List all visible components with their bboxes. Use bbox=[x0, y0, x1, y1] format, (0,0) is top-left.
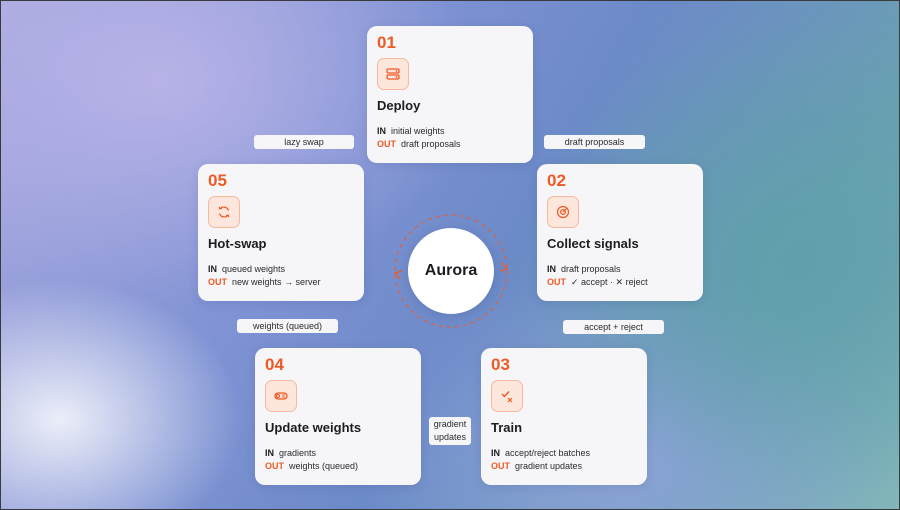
step-number: 02 bbox=[547, 171, 566, 190]
out-value: weights (queued) bbox=[289, 461, 359, 471]
edge-label-gradient-updates: gradient updates bbox=[429, 417, 471, 445]
step-card-hot-swap: 05 Hot-swap IN queued weights OUT new weig… bbox=[198, 164, 364, 301]
edge-label-lazy-swap: lazy swap bbox=[254, 135, 354, 149]
out-label: OUT bbox=[547, 277, 566, 287]
in-label: IN bbox=[377, 126, 386, 136]
signal-icon bbox=[547, 196, 579, 228]
in-value: draft proposals bbox=[561, 264, 621, 274]
out-label: OUT bbox=[265, 461, 284, 471]
arrowhead-left-icon bbox=[393, 270, 403, 280]
server-icon bbox=[377, 58, 409, 90]
step-title: Hot-swap bbox=[208, 236, 267, 251]
out-label: OUT bbox=[491, 461, 510, 471]
step-card-deploy: 01 Deploy IN initial weights OUT draft pro… bbox=[367, 26, 533, 163]
in-label: IN bbox=[491, 448, 500, 458]
step-title: Deploy bbox=[377, 98, 421, 113]
out-value: gradient updates bbox=[515, 461, 583, 471]
cycle-ring bbox=[393, 214, 509, 328]
step-title: Train bbox=[491, 420, 523, 435]
out-label: OUT bbox=[208, 277, 227, 287]
in-label: IN bbox=[265, 448, 274, 458]
step-card-update-weights: 04 Update weights IN gradients OUT weights… bbox=[255, 348, 421, 485]
step-number: 03 bbox=[491, 355, 510, 374]
out-value: new weights → server bbox=[232, 277, 321, 287]
step-number: 05 bbox=[208, 171, 227, 190]
in-value: accept/reject batches bbox=[505, 448, 591, 458]
step-number: 04 bbox=[265, 355, 284, 374]
step-io: IN gradients OUT weights (queued) bbox=[265, 447, 411, 473]
arrowhead-right-icon bbox=[499, 262, 509, 272]
step-io: IN accept/reject batches OUT gradient upda… bbox=[491, 447, 637, 473]
step-card-train: 03 Train IN accept/reject batches OUT grad… bbox=[481, 348, 647, 485]
step-io: IN draft proposals OUT ✓ accept · ✕ reject bbox=[547, 263, 693, 289]
in-value: initial weights bbox=[391, 126, 445, 136]
edge-label-draft-proposals: draft proposals bbox=[544, 135, 645, 149]
edge-label-weights-queued: weights (queued) bbox=[237, 319, 338, 333]
out-value: draft proposals bbox=[401, 139, 461, 149]
step-card-collect-signals: 02 Collect signals IN draft proposals OUT… bbox=[537, 164, 703, 301]
step-io: IN queued weights OUT new weights → server bbox=[208, 263, 354, 289]
in-label: IN bbox=[208, 264, 217, 274]
in-label: IN bbox=[547, 264, 556, 274]
out-label: OUT bbox=[377, 139, 396, 149]
swap-icon bbox=[208, 196, 240, 228]
check-x-icon bbox=[491, 380, 523, 412]
hub-aurora: Aurora bbox=[408, 228, 494, 314]
step-title: Update weights bbox=[265, 420, 362, 435]
in-value: queued weights bbox=[222, 264, 286, 274]
edge-label-accept-reject: accept + reject bbox=[563, 320, 664, 334]
step-title: Collect signals bbox=[547, 236, 639, 251]
weights-icon bbox=[265, 380, 297, 412]
in-value: gradients bbox=[279, 448, 317, 458]
out-value: ✓ accept · ✕ reject bbox=[571, 277, 648, 287]
step-io: IN initial weights OUT draft proposals bbox=[377, 125, 523, 151]
step-number: 01 bbox=[377, 33, 396, 52]
